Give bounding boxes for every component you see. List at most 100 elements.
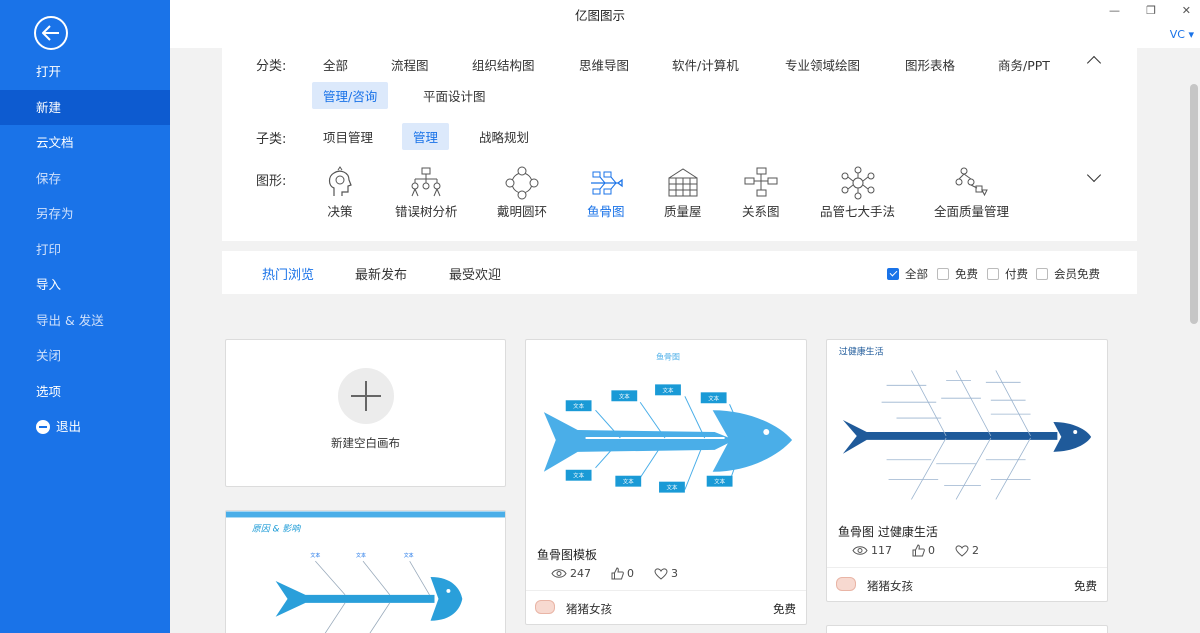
sidebar-item-label: 保存 bbox=[36, 170, 62, 186]
filter-member-free-checkbox[interactable]: 会员免费 bbox=[1036, 266, 1100, 282]
sidebar-item-exit[interactable]: 退出 bbox=[0, 409, 170, 445]
scrollbar-thumb[interactable] bbox=[1190, 84, 1198, 324]
sidebar-item-import[interactable]: 导入 bbox=[0, 267, 170, 303]
sidebar-item-save-as[interactable]: 另存为 bbox=[0, 196, 170, 232]
filter-all-checkbox[interactable]: 全部 bbox=[887, 266, 928, 282]
thumbnail-title: 原因 & 影响 bbox=[252, 523, 301, 534]
category-management[interactable]: 管理/咨询 bbox=[312, 82, 389, 109]
category-software[interactable]: 软件/计算机 bbox=[672, 58, 739, 73]
checkbox-icon bbox=[987, 268, 999, 280]
sidebar-item-label: 选项 bbox=[36, 383, 62, 399]
thumbnail-box-label: 文本 bbox=[619, 392, 630, 400]
shape-fault-tree[interactable]: 错误树分析 bbox=[395, 166, 458, 220]
chevron-up-icon[interactable] bbox=[1086, 55, 1102, 71]
sidebar-item-label: 新建 bbox=[36, 99, 62, 115]
head-icon bbox=[328, 166, 352, 196]
sidebar-item-label: 另存为 bbox=[36, 206, 74, 221]
filter-paid-checkbox[interactable]: 付费 bbox=[987, 266, 1028, 282]
sidebar-item-label: 打开 bbox=[36, 64, 62, 79]
category-org-chart[interactable]: 组织结构图 bbox=[472, 58, 535, 73]
cycle-icon bbox=[505, 166, 539, 200]
sidebar-item-options[interactable]: 选项 bbox=[0, 374, 170, 410]
author-name[interactable]: 猪猪女孩 bbox=[867, 579, 913, 593]
like-button[interactable]: 0 bbox=[912, 544, 935, 557]
thumbnail-box-label: 文本 bbox=[708, 394, 719, 402]
tab-latest[interactable]: 最新发布 bbox=[355, 268, 408, 283]
heart-icon bbox=[955, 544, 969, 557]
views-count: 117 bbox=[871, 544, 892, 557]
shape-quality-house[interactable]: 质量屋 bbox=[664, 166, 702, 220]
shape-label: 决策 bbox=[327, 204, 353, 219]
back-button[interactable] bbox=[34, 16, 68, 50]
subcategory-strategy[interactable]: 战略规划 bbox=[479, 130, 530, 145]
sidebar-item-open[interactable]: 打开 bbox=[0, 54, 170, 90]
eye-icon bbox=[852, 546, 868, 555]
scrollbar[interactable] bbox=[1188, 48, 1200, 633]
tab-popular[interactable]: 最受欢迎 bbox=[449, 268, 502, 283]
checkbox-label: 全部 bbox=[905, 267, 928, 281]
category-professional[interactable]: 专业领域绘图 bbox=[785, 58, 861, 73]
thumbnail-title: 过健康生活 bbox=[839, 346, 884, 358]
favorite-button[interactable]: 2 bbox=[955, 544, 979, 557]
shape-fishbone[interactable]: 鱼骨图 bbox=[587, 166, 625, 220]
template-thumbnail: 原因 & 影响 文本 文本 文本 bbox=[226, 511, 505, 633]
category-business[interactable]: 商务/PPT bbox=[998, 58, 1050, 73]
thumbnail-box-label: 文本 bbox=[714, 478, 725, 486]
sidebar-item-cloud[interactable]: 云文档 bbox=[0, 125, 170, 161]
avatar[interactable] bbox=[836, 577, 856, 591]
new-canvas-card[interactable]: 新建空白画布 bbox=[225, 339, 506, 487]
relation-icon bbox=[744, 167, 778, 197]
template-card-fishbone[interactable]: 鱼骨图 文本 文本 文本 文本 文本 bbox=[525, 339, 807, 625]
shape-label: 品管七大手法 bbox=[820, 204, 896, 219]
shape-label: 鱼骨图 bbox=[587, 204, 625, 219]
template-card-partial[interactable] bbox=[826, 625, 1108, 633]
app-title: 亿图图示 bbox=[574, 8, 625, 23]
subcategory-label: 子类: bbox=[256, 132, 287, 147]
template-thumbnail: 鱼骨图 文本 文本 文本 文本 文本 bbox=[543, 352, 793, 493]
sidebar-item-label: 打印 bbox=[36, 241, 62, 257]
shape-decision[interactable]: 决策 bbox=[322, 166, 358, 220]
category-graphic-design[interactable]: 平面设计图 bbox=[423, 89, 486, 104]
checkbox-label: 免费 bbox=[955, 267, 978, 281]
sidebar-item-label: 导出 & 发送 bbox=[36, 312, 104, 328]
user-menu[interactable]: VC ▾ bbox=[1170, 28, 1194, 41]
views-count: 247 bbox=[570, 567, 591, 580]
sidebar-menu: 打开 新建 云文档 保存 另存为 打印 导入 导出 & 发送 关闭 选项 退出 bbox=[0, 54, 170, 445]
thumbnail-box-label: 文本 bbox=[573, 472, 584, 480]
category-flowchart[interactable]: 流程图 bbox=[391, 58, 429, 73]
sidebar-item-export[interactable]: 导出 & 发送 bbox=[0, 303, 170, 339]
template-card-healthy-life[interactable]: 过健康生活 鱼骨图 过健康生活 117 0 2 bbox=[826, 339, 1108, 602]
filter-free-checkbox[interactable]: 免费 bbox=[937, 266, 978, 282]
main-content: 分类: 全部 流程图 组织结构图 思维导图 软件/计算机 专业领域绘图 图形表格… bbox=[170, 48, 1188, 633]
sidebar-item-new[interactable]: 新建 bbox=[0, 89, 170, 125]
new-canvas-label: 新建空白画布 bbox=[331, 436, 400, 450]
favorite-button[interactable]: 3 bbox=[654, 567, 678, 580]
close-icon[interactable]: ✕ bbox=[1181, 4, 1191, 17]
shape-seven-tools[interactable]: 品管七大手法 bbox=[820, 166, 895, 220]
minimize-icon[interactable]: — bbox=[1109, 4, 1120, 17]
checkbox-icon bbox=[1036, 268, 1048, 280]
sidebar-item-close[interactable]: 关闭 bbox=[0, 338, 170, 374]
heart-icon bbox=[654, 567, 668, 580]
author-name[interactable]: 猪猪女孩 bbox=[566, 602, 612, 616]
price-badge: 免费 bbox=[1074, 579, 1097, 593]
avatar[interactable] bbox=[535, 600, 555, 614]
fishbone-icon bbox=[590, 171, 623, 195]
shape-relation[interactable]: 关系图 bbox=[742, 166, 780, 220]
subcategory-management[interactable]: 管理 bbox=[402, 123, 450, 150]
shape-tqm[interactable]: 全面质量管理 bbox=[934, 166, 1009, 220]
sidebar-item-print[interactable]: 打印 bbox=[0, 232, 170, 268]
like-button[interactable]: 0 bbox=[611, 567, 634, 580]
sidebar-item-save[interactable]: 保存 bbox=[0, 161, 170, 197]
chevron-down-icon[interactable] bbox=[1086, 167, 1102, 183]
plus-icon[interactable] bbox=[338, 368, 394, 424]
category-all[interactable]: 全部 bbox=[323, 58, 349, 73]
template-card-cause-effect[interactable]: 原因 & 影响 文本 文本 文本 bbox=[225, 510, 506, 633]
shape-label: 关系图 bbox=[742, 204, 780, 219]
category-graphic-table[interactable]: 图形表格 bbox=[905, 58, 956, 73]
shape-deming-cycle[interactable]: 戴明圆环 bbox=[497, 166, 547, 220]
category-mindmap[interactable]: 思维导图 bbox=[579, 58, 630, 73]
tab-hot[interactable]: 热门浏览 bbox=[262, 268, 315, 283]
subcategory-project[interactable]: 项目管理 bbox=[323, 130, 374, 145]
restore-icon[interactable]: ❐ bbox=[1146, 4, 1156, 17]
